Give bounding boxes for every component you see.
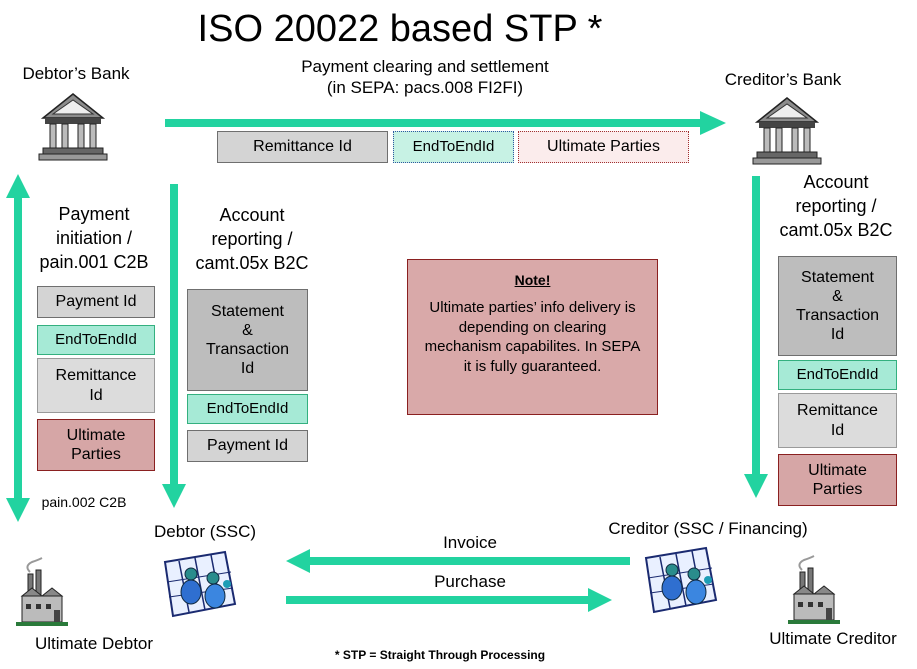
debtor-statement-transaction-id-box: Statement & Transaction Id [187, 289, 308, 391]
creditors-bank-icon [752, 97, 822, 165]
creditor-statement-transaction-id-box: Statement & Transaction Id [778, 256, 897, 356]
clearing-arrow-head [700, 111, 726, 135]
ultimate-debtor-label: Ultimate Debtor [34, 634, 154, 653]
note-box: Note! Ultimate parties’ info delivery is… [407, 259, 658, 415]
clearing-remittance-id-box: Remittance Id [217, 131, 388, 163]
creditor-reporting-line2: reporting / [795, 196, 877, 216]
footnote: * STP = Straight Through Processing [334, 648, 546, 662]
creditor-reporting-arrow-head [744, 474, 768, 498]
ultimate-debtor-factory-icon [15, 557, 69, 627]
payment-initiation-line1: Payment [58, 204, 130, 224]
payment-initiation-line2: initiation / [55, 228, 133, 248]
creditor-reporting-line3: camt.05x B2C [779, 220, 893, 240]
debtor-endtoendid-box: EndToEndId [187, 394, 308, 424]
page-title: ISO 20022 based STP * [197, 8, 603, 50]
debtor-reporting-arrow-head [162, 484, 186, 508]
status-report-label: pain.002 C2B [41, 494, 127, 510]
initiation-arrow-head-up [6, 174, 30, 198]
pain001-remittance-id-box: Remittance Id [37, 358, 155, 413]
purchase-arrow-head [588, 588, 612, 612]
payment-initiation-line3: pain.001 C2B [39, 252, 149, 272]
purchase-label: Purchase [434, 572, 506, 591]
creditors-bank-label: Creditor’s Bank [724, 70, 842, 89]
debtor-reporting-line1: Account [219, 205, 285, 225]
debtor-reporting-line3: camt.05x B2C [195, 253, 309, 273]
clearing-ultimate-parties-box: Ultimate Parties [518, 131, 689, 163]
clearing-endtoendid-box: EndToEndId [393, 131, 514, 163]
debtor-label: Debtor (SSC) [153, 522, 257, 541]
creditor-endtoendid-box: EndToEndId [778, 360, 897, 390]
debtor-payment-id-box: Payment Id [187, 430, 308, 462]
initiation-arrow-head-down [6, 498, 30, 522]
ultimate-creditor-label: Ultimate Creditor [769, 629, 897, 648]
debtor-reporting-line2: reporting / [211, 229, 293, 249]
pain001-payment-id-box: Payment Id [37, 286, 155, 318]
creditor-label: Creditor (SSC / Financing) [608, 519, 808, 538]
pain001-endtoendid-box: EndToEndId [37, 325, 155, 355]
creditor-reporting-line1: Account [803, 172, 869, 192]
creditor-remittance-id-box: Remittance Id [778, 393, 897, 448]
note-body: Ultimate parties’ info delivery is depen… [424, 299, 641, 375]
pain001-ultimate-parties-box: Ultimate Parties [37, 419, 155, 471]
creditor-people-icon [645, 547, 717, 613]
invoice-label: Invoice [443, 533, 497, 552]
creditor-ultimate-parties-box: Ultimate Parties [778, 454, 897, 506]
note-heading: Note! [514, 272, 551, 288]
ultimate-creditor-factory-icon [787, 555, 841, 625]
debtors-bank-icon [38, 93, 108, 161]
debtor-people-icon [164, 551, 236, 617]
debtors-bank-label: Debtor’s Bank [22, 64, 130, 83]
clearing-label-line2: (in SEPA: pacs.008 FI2FI) [326, 78, 524, 97]
clearing-label-line1: Payment clearing and settlement [301, 57, 549, 76]
invoice-arrow-head [286, 549, 310, 573]
